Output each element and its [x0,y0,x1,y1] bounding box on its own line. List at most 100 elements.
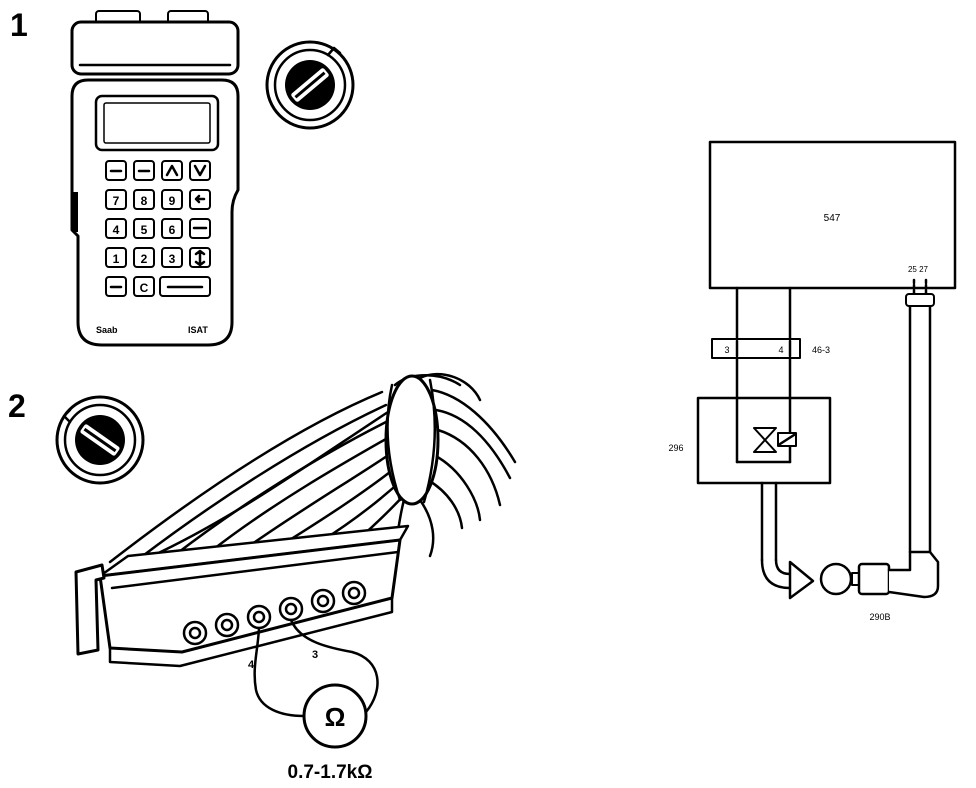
knob-pointer [326,46,342,57]
valve-unit-label: 296 [668,443,683,453]
wire [208,433,395,554]
diagnostic-tester: 7 8 9 4 5 6 1 2 3 C Saab ISAT [70,10,240,347]
flow-arrow-icon [788,560,815,600]
wire-bundle [108,372,517,564]
updown-arrow-icon [194,249,206,267]
valve-icon [753,427,777,453]
pin-socket-hole [188,626,202,640]
tester-key [105,247,127,268]
pin-socket-hole [347,586,361,600]
step-number-1: 1 [10,7,28,43]
wire [432,453,482,522]
cable-tie [384,374,440,506]
key-label: 2 [141,252,148,266]
step-number-2: 2 [8,388,26,424]
ohmmeter [302,683,368,749]
connector-pin-sockets [182,580,367,646]
tester-model-label: ISAT [188,325,208,335]
pin-socket-hole [220,618,234,632]
tester-key [133,218,155,239]
wire [418,372,482,402]
meter-lead-left [253,626,306,718]
tester-key [161,189,183,210]
knob-slot-line [294,71,326,99]
key-label: 5 [141,223,148,237]
connector-pin-label: 4 [778,345,783,355]
pin-socket [310,588,336,614]
control-unit-label: 547 [824,213,841,224]
tester-top-cap [70,20,240,76]
tester-key [161,160,183,181]
meter-lead-right [289,618,379,714]
actuator-body [857,562,891,596]
wire [426,478,464,530]
tester-screen [103,102,211,144]
hose-bend-outer [760,558,792,590]
hose-elbow [887,550,940,599]
ignition-key-icon [265,40,355,130]
connector-label: 46-3 [812,345,830,355]
ohm-symbol: Ω [325,702,346,732]
control-unit-box [708,140,957,290]
connector-front-face [98,538,402,654]
wire [418,498,435,558]
wire [436,428,502,507]
wiring-schematic: 547 25 27 3 4 46-3 296 290B [668,140,957,622]
cable-tie-band [386,383,402,502]
solenoid-coil-mark [778,433,796,446]
tester-key [161,247,183,268]
wire [108,390,384,564]
key-label: 8 [141,194,148,208]
knob-pointer [62,408,72,424]
key-label: 4 [113,223,120,237]
pin-label-right: 3 [312,649,318,661]
key-label: 6 [169,223,176,237]
connector-strip [711,338,801,359]
connector-lower-edge [108,596,394,668]
wire [138,403,388,560]
ignition-key-icon [55,395,145,485]
pin-socket [214,612,240,638]
tester-key [133,189,155,210]
connector-end-bracket [74,563,106,656]
wire [430,388,517,464]
hose-bend-inner [774,558,792,576]
pin-socket [278,596,304,622]
tester-key [189,160,211,181]
pin-socket [246,604,272,630]
pin-socket [182,620,208,646]
connector-pin-label: 3 [724,345,729,355]
tester-key [161,218,183,239]
cable-tie-band [422,378,437,504]
down-arrow-icon [193,164,207,177]
tester-key [133,247,155,268]
pin-socket-hole [252,610,266,624]
key-label: 9 [169,194,176,208]
tester-key [105,218,127,239]
wiring-connector [74,372,517,668]
connector-ridge [110,550,400,590]
wire [243,448,398,551]
tester-brand-logo: Saab [96,325,118,335]
actuator-label: 290B [869,612,890,622]
filter-icon [819,562,853,596]
tester-key [133,276,155,297]
ohmmeter-measurement: 4 3 Ω 0.7-1.7kΩ [248,618,379,783]
wire [278,463,401,548]
pin-socket [341,580,367,606]
resistance-range: 0.7-1.7kΩ [288,762,373,783]
up-arrow-icon [165,164,179,177]
valve-unit-box [696,396,832,485]
left-arrow-icon [194,194,206,204]
pin-socket-hole [316,594,330,608]
pin-label-left: 4 [248,659,255,671]
key-label: 3 [169,252,176,266]
knob-slot-line [83,427,117,453]
wire [173,418,392,557]
key-label: 7 [113,194,120,208]
knob-inner-ring [63,403,137,477]
tester-side-grip [72,192,78,232]
key-label: 1 [113,252,120,266]
key-label: C [140,281,149,295]
